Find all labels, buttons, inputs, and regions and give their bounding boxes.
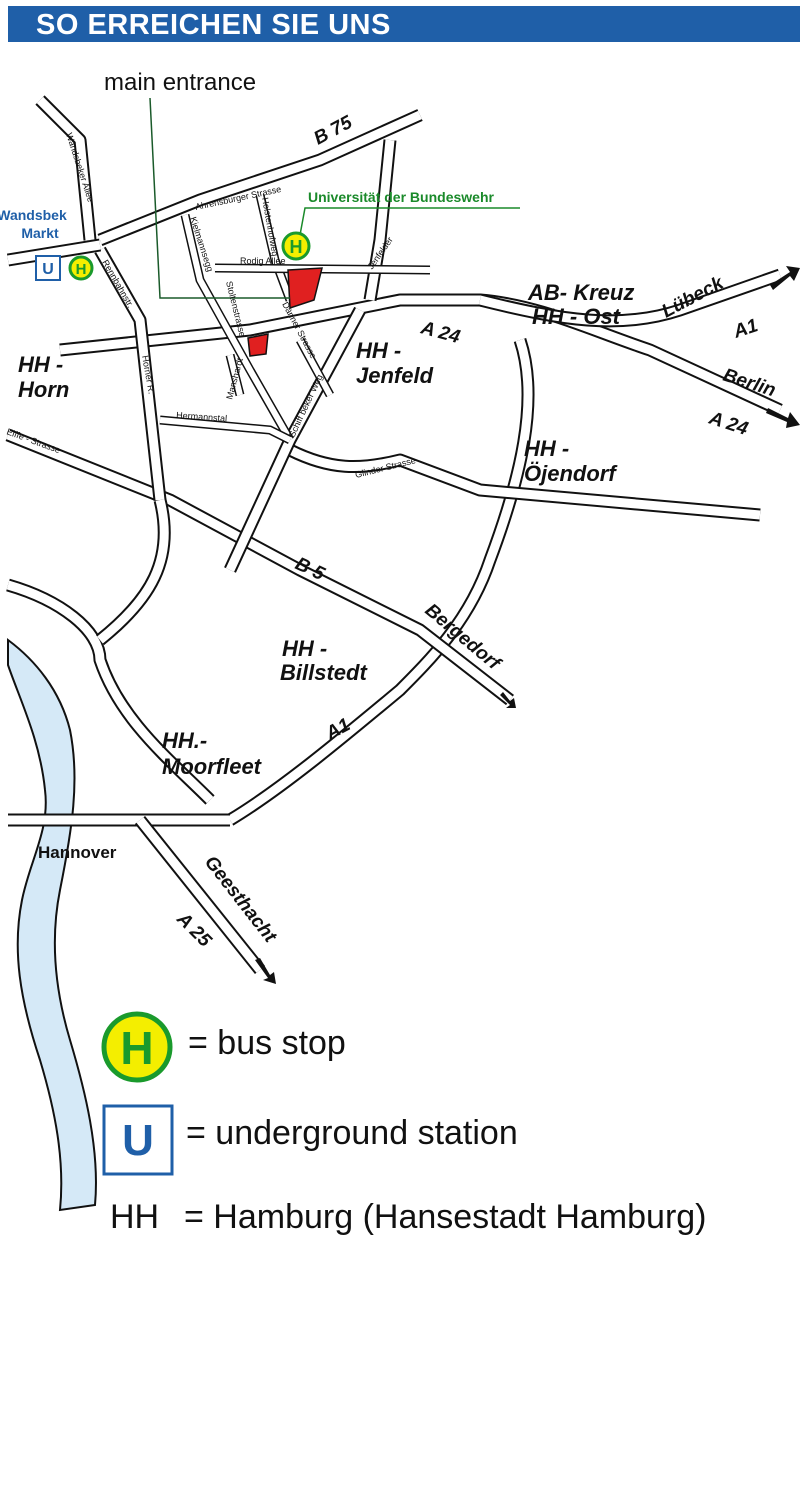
place-moorfleet-l1: HH.- (162, 728, 207, 753)
street-rennbahnstr: Rennbahnstr. (100, 258, 135, 309)
street-dannerstr: Dänner Strasse (280, 300, 318, 360)
place-kreuz-l2: HH - Ost (532, 304, 622, 329)
bus-stop-marker-wandsbek: H (68, 255, 94, 281)
legend-bus-letter: H (120, 1022, 153, 1074)
station-label-line2: Markt (21, 225, 59, 241)
place-horn-l2: Horn (18, 377, 69, 402)
street-rodigallee: Rodig Allee (240, 256, 286, 266)
arrow-bergedorf (500, 692, 516, 708)
legend-bus-label: = bus stop (188, 1024, 346, 1062)
road-label-hannover: Hannover (38, 843, 117, 862)
legend-ubahn-label: = underground station (186, 1114, 518, 1152)
university-pointer (299, 207, 520, 236)
legend-hh-label: = Hamburg (Hansestadt Hamburg) (184, 1198, 707, 1236)
river-elbe (7, 638, 97, 1212)
university-building-main (287, 267, 323, 310)
bus-stop-marker-university: H (281, 231, 311, 261)
ubahn-marker-wandsbek: U (35, 255, 61, 281)
legend-ubahn-icon: U (102, 1104, 174, 1176)
road-label-a1-1: A1 (730, 315, 761, 343)
university-label: Universität der Bundeswehr (308, 189, 494, 205)
place-billstedt-l2: Billstedt (280, 660, 368, 685)
bus-stop-letter: H (290, 237, 303, 257)
arrow-luebeck (770, 266, 800, 290)
direction-arrows (255, 266, 800, 984)
main-entrance-label: main entrance (104, 69, 256, 96)
road-network (5, 95, 783, 975)
place-billstedt-l1: HH - (282, 636, 327, 661)
main-entrance-pointer (149, 97, 290, 299)
place-oejendorf-l2: Öjendorf (524, 461, 618, 486)
page-title: SO ERREICHEN SIE UNS (36, 9, 391, 41)
place-oejendorf-l1: HH - (524, 436, 569, 461)
legend-hh-abbr: HH (110, 1198, 160, 1236)
street-schiffbeker: Schiff beker Weg (287, 373, 325, 439)
ubahn-letter: U (42, 261, 54, 278)
header-banner: SO ERREICHEN SIE UNS (8, 6, 800, 42)
place-kreuz-l1: AB- Kreuz (527, 280, 634, 305)
arrow-geesthacht (255, 958, 276, 984)
road-label-a24-1: A 24 (418, 317, 463, 348)
place-horn-l1: HH - (18, 352, 63, 377)
legend-bus-icon: H (101, 1011, 173, 1083)
place-jenfeld-l2: Jenfeld (356, 363, 434, 388)
road-label-a24-2: A 24 (706, 407, 751, 440)
arrow-berlin (766, 408, 800, 428)
street-hermannstal: Hermannstal (176, 410, 228, 424)
bus-stop-letter: H (76, 261, 87, 278)
place-moorfleet-l2: Moorfleet (162, 754, 263, 779)
place-jenfeld-l1: HH - (356, 338, 401, 363)
university-building-secondary (247, 333, 269, 357)
legend-ubahn-letter: U (122, 1116, 154, 1165)
street-network (159, 193, 431, 445)
station-label-line1: Wandsbek (0, 207, 67, 223)
